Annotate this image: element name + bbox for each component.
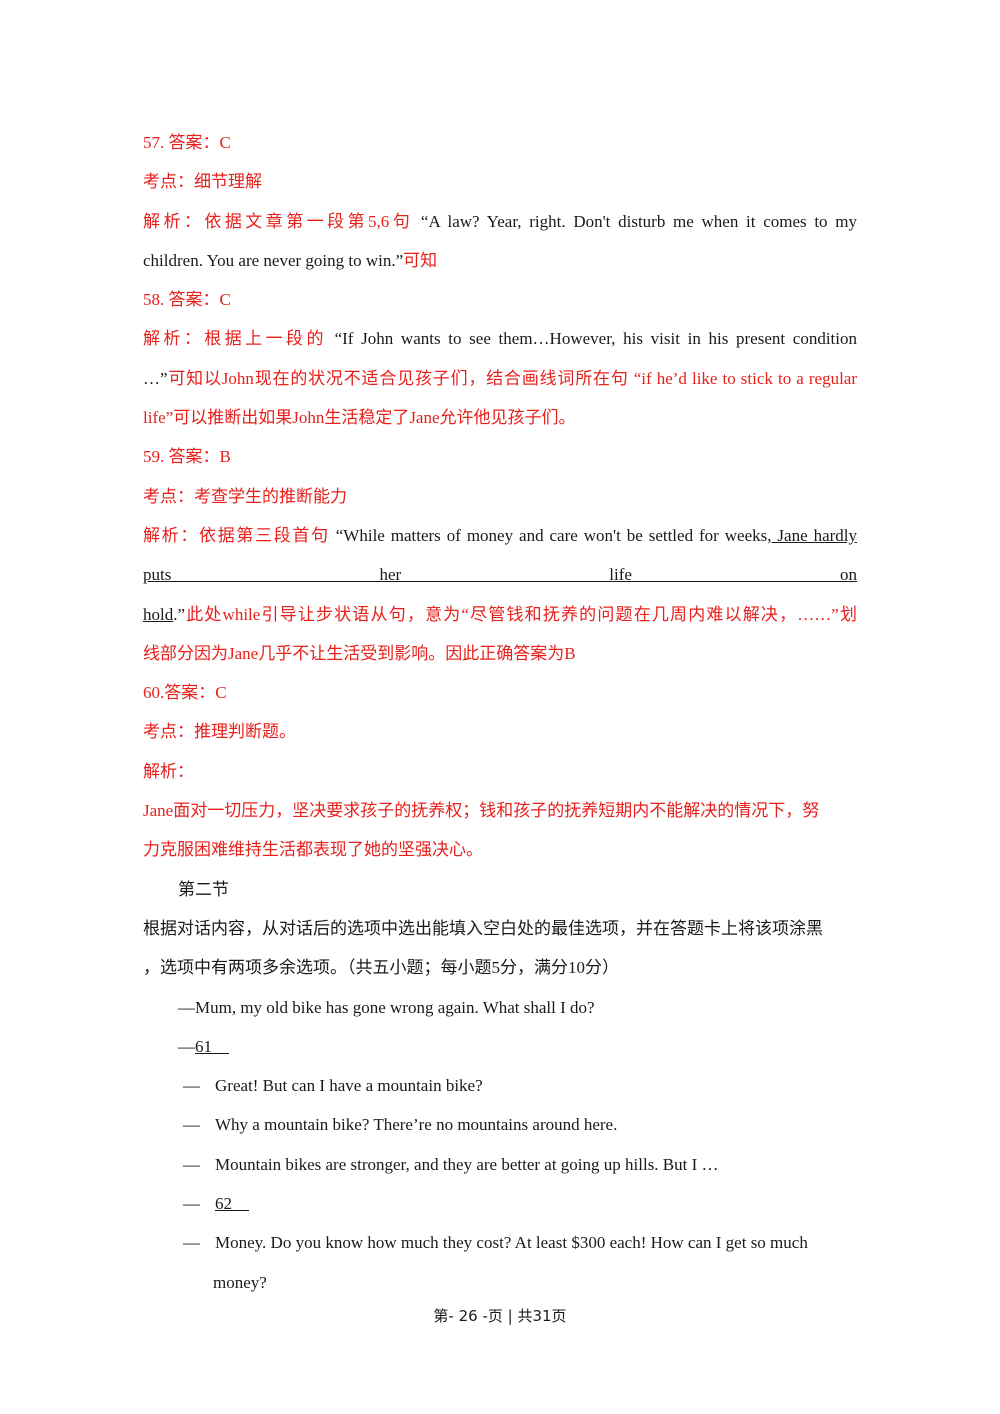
q57-analysis-end: 可知 [403, 250, 438, 270]
dialogue-line-3: — Great! But can I have a mountain bike? [143, 1066, 857, 1105]
q57-answer: 57. 答案：C [143, 133, 231, 152]
q59-analysis-line2: puts her life on [143, 555, 857, 594]
q59-line3-underline: hold [143, 604, 174, 624]
q59-line3-black: .” [173, 604, 186, 624]
dialogue-text-5: Mountain bikes are stronger, and they ar… [215, 1154, 719, 1174]
q58-line1-quote: “If John wants to see them…However, his … [334, 329, 857, 349]
q58-answer: 58. 答案：C [143, 290, 231, 310]
q58-line1-cn: 解析：根据上一段的 [143, 329, 335, 349]
q57-analysis-quote2: children. You are never going to win.” [143, 250, 404, 270]
q59-line1-quote: “While matters of money and care won't b… [335, 525, 772, 545]
page-content: 57. 答案：C 考点：细节理解 解析：依据文章第一段第5,6句 “A law?… [143, 123, 857, 1302]
q59-analysis-line3: hold.”此处while引导让步状语从句，意为“尽管钱和抚养的问题在几周内难以… [143, 595, 857, 634]
dialogue-dash: — [183, 1076, 200, 1096]
q59-line3-cn: 此处while引导让步状语从句，意为“尽管钱和抚养的问题在几周内难以解决，……”… [185, 604, 857, 624]
q58-analysis-line2: …”可知以John现在的状况不适合见孩子们，结合画线词所在句 “if he’d … [143, 359, 857, 398]
q60-point: 考点：推理判断题。 [143, 722, 296, 742]
q57-analysis-cn: 解析：依据文章第一段第5,6句 [143, 211, 421, 231]
q58-analysis-line1: 解析：根据上一段的 “If John wants to see them…How… [143, 319, 857, 358]
q58-analysis-line3: life”可以推断出如果John生活稳定了Jane允许他见孩子们。 [143, 408, 576, 428]
dialogue-dash: — [178, 1036, 195, 1056]
q60-analysis-label: 解析： [143, 761, 194, 781]
q59-analysis-line1: 解析：依据第三段首句 “While matters of money and c… [143, 516, 857, 555]
page-footer: 第- 26 -页 | 共31页 [433, 1307, 567, 1325]
blank-61: 61 [195, 1036, 229, 1056]
section-title: 第二节 [178, 879, 229, 899]
dialogue-line-1: —Mum, my old bike has gone wrong again. … [178, 997, 595, 1017]
q59-answer: 59. 答案：B [143, 447, 231, 467]
q59-line1-underline: Jane hardly [771, 525, 857, 545]
q57-analysis-line1: 解析：依据文章第一段第5,6句 “A law? Year, right. Don… [143, 202, 857, 241]
dialogue-text-3: Great! But can I have a mountain bike? [215, 1076, 483, 1096]
dialogue-text-7: Money. Do you know how much they cost? A… [215, 1233, 808, 1253]
dialogue-dash: — [183, 1115, 200, 1135]
dialogue-line-5: — Mountain bikes are stronger, and they a… [143, 1145, 857, 1184]
section-instructions-line2: ，选项中有两项多余选项。（共五小题；每小题5分，满分10分） [143, 958, 619, 978]
dialogue-dash: — [183, 1194, 200, 1214]
dialogue-line-4: — Why a mountain bike? There’re no mounta… [143, 1105, 857, 1144]
dialogue-text-4: Why a mountain bike? There’re no mountai… [215, 1115, 618, 1135]
blank-62: 62 [215, 1194, 249, 1214]
q57-analysis-line2: children. You are never going to win.”可知 [143, 241, 857, 280]
q60-analysis-line1: Jane面对一切压力，坚决要求孩子的抚养权；钱和孩子的抚养短期内不能解决的情况下… [143, 801, 820, 821]
q60-answer: 60.答案：C [143, 683, 227, 703]
q59-analysis-line4: 线部分因为Jane几乎不让生活受到影响。因此正确答案为B [143, 643, 576, 663]
q57-point: 考点：细节理解 [143, 172, 262, 192]
dialogue-dash: — [183, 1233, 200, 1253]
q60-analysis-line2: 力克服困难维持生活都表现了她的坚强决心。 [143, 840, 483, 860]
q57-analysis-quote1: “A law? Year, right. Don't disturb me wh… [420, 211, 857, 231]
dialogue-line-8: money? [213, 1272, 267, 1292]
dialogue-line-2: —61 [143, 1027, 857, 1066]
q59-point: 考点：考查学生的推断能力 [143, 486, 347, 506]
section-instructions-line1: 根据对话内容，从对话后的选项中选出能填入空白处的最佳选项，并在答题卡上将该项涂黑 [143, 918, 823, 938]
q58-line2-cn: 可知以John现在的状况不适合见孩子们，结合画线词所在句 “if he’d li… [167, 368, 857, 388]
dialogue-line-7: — Money. Do you know how much they cost? … [143, 1223, 857, 1262]
q59-line2-underline: puts her life on [143, 565, 857, 585]
dialogue-line-6: — 62 [143, 1184, 857, 1223]
q59-line1-cn: 解析：依据第三段首句 [143, 525, 336, 545]
q58-line2-quote: …” [143, 368, 168, 388]
dialogue-dash: — [183, 1154, 200, 1174]
